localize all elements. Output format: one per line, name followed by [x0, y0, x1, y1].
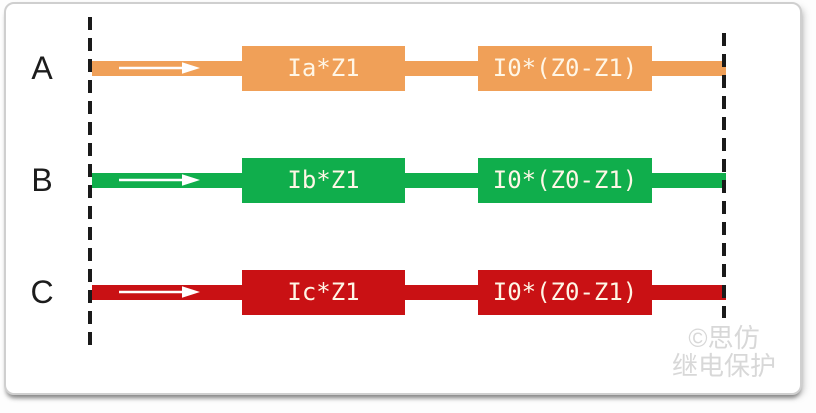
phase-c-impedance-box-1: Ic*Z1	[242, 270, 405, 315]
diagram-card: A Ia*Z1 I0*(Z0-Z1) B Ib*Z1 I0*(Z0-Z1) C	[4, 2, 802, 395]
phase-a-impedance-box-1: Ia*Z1	[242, 46, 405, 91]
phase-a-impedance-box-2: I0*(Z0-Z1)	[478, 46, 652, 91]
phase-c-flow-arrow-icon	[119, 286, 200, 298]
phase-c-impedance-box-2: I0*(Z0-Z1)	[478, 270, 652, 315]
right-bus-dashed-line	[722, 33, 726, 318]
phase-b-label: B	[31, 162, 53, 198]
watermark-line1: ©思仿	[688, 323, 760, 353]
phase-b-flow-arrow-icon	[119, 174, 200, 186]
watermark-line2: 继电保护	[671, 351, 776, 381]
phase-a-flow-arrow-icon	[119, 62, 200, 74]
diagram-canvas: A Ia*Z1 I0*(Z0-Z1) B Ib*Z1 I0*(Z0-Z1) C	[6, 4, 800, 393]
phase-c-label: C	[30, 274, 54, 310]
phase-b-impedance-box-2: I0*(Z0-Z1)	[478, 158, 652, 203]
watermark: ©思仿 继电保护	[664, 324, 784, 380]
phase-a-label: A	[31, 50, 53, 86]
phase-b-impedance-box-1: Ib*Z1	[242, 158, 405, 203]
left-bus-dashed-line	[88, 17, 92, 348]
